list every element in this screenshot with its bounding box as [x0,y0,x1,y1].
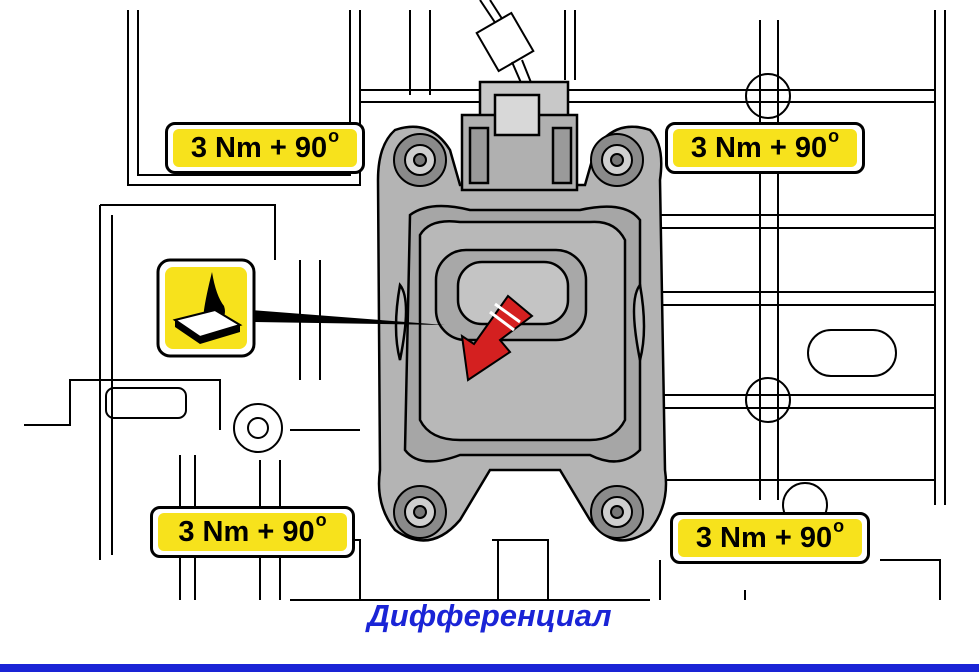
rotation-arrow-icon [460,294,534,382]
diagram-caption: Дифференциал [367,598,612,633]
bolt-bottom-left [393,485,447,539]
degree-sign: o [828,125,840,146]
degree-sign: o [315,509,327,530]
oil-drop-icon [156,258,256,358]
torque-value: 3 Nm + 90 [190,131,328,164]
bolt-top-right [590,133,644,187]
actuator-body [376,125,668,542]
connector-cable [475,0,535,86]
bottom-rule [0,664,979,672]
bolt-top-left [393,133,447,187]
housing-lineart [24,10,946,601]
torque-value: 3 Nm + 90 [695,521,833,554]
leader-line [250,310,445,325]
degree-sign: o [328,125,340,146]
torque-value: 3 Nm + 90 [178,515,315,548]
bolt-bottom-right [590,485,644,539]
degree-sign: o [833,515,845,536]
electrical-connector [460,80,579,192]
torque-value: 3 Nm + 90 [690,131,828,164]
mounting-bolts [393,133,644,539]
